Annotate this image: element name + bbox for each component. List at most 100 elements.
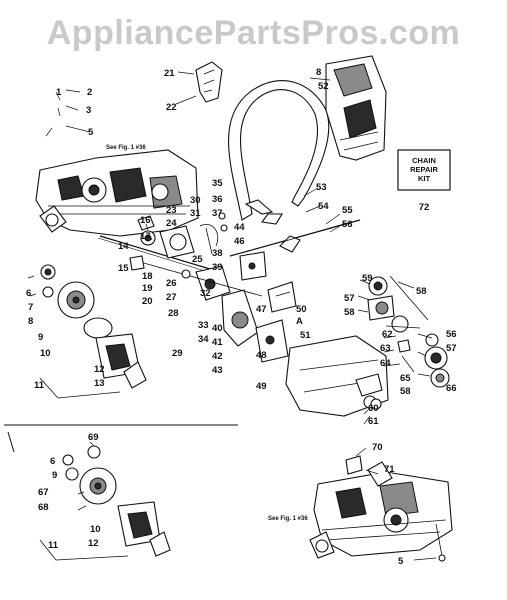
part-label: 22 (166, 102, 177, 113)
part-label: 30 (190, 195, 201, 206)
central-assembly (129, 255, 289, 363)
part-label: 37 (212, 208, 223, 219)
engine-assembly-bottom (309, 455, 453, 562)
kit-box-text: CHAIN REPAIR KIT 72 (410, 156, 438, 213)
kit-box-line3: KIT (418, 174, 431, 183)
part-label: 9 (52, 470, 57, 481)
part-label: 26 (166, 278, 177, 289)
handle-housing (325, 55, 387, 161)
part-label: 66 (446, 383, 457, 394)
part-label: 2 (87, 87, 92, 98)
part-label: 46 (234, 236, 245, 247)
part-label: 24 (166, 218, 177, 229)
part-number-labels: 1 2 3 5 6 7 8 9 10 11 12 13 14 15 16 17 … (26, 67, 457, 567)
part-label: 64 (380, 358, 391, 369)
part-label: 1 (56, 87, 62, 98)
right-side-parts (367, 275, 450, 410)
part-label: 63 (380, 343, 391, 354)
part-label: 20 (142, 296, 153, 307)
part-label: 29 (172, 348, 183, 359)
kit-box-line1: CHAIN (412, 156, 436, 165)
part-label: 48 (256, 350, 267, 361)
part-label: 41 (212, 337, 223, 348)
clutch-assembly-bottom (39, 445, 171, 561)
bracket-part (195, 61, 223, 103)
part-label: 44 (234, 222, 245, 233)
part-label: 16 (140, 215, 151, 226)
engine-housing (35, 149, 199, 237)
part-label: 69 (88, 432, 99, 443)
part-label: 67 (38, 487, 49, 498)
part-label: 38 (212, 248, 223, 259)
part-label: 53 (316, 182, 327, 193)
part-label: 65 (400, 373, 411, 384)
handle-bar (228, 80, 330, 225)
part-label: 12 (94, 364, 105, 375)
chain-repair-kit-box (397, 149, 451, 191)
part-label: 5 (398, 556, 404, 567)
part-label: 21 (164, 68, 175, 79)
watermark-logo: AppliancePartsPros.com (46, 14, 461, 52)
part-label: 61 (368, 416, 379, 427)
kit-box-number: 72 (419, 202, 430, 213)
part-label: 47 (256, 304, 267, 315)
part-label: 71 (384, 464, 395, 475)
part-label: 14 (118, 241, 129, 252)
part-label: 23 (166, 205, 177, 216)
part-label: 60 (368, 403, 379, 414)
part-label: 42 (212, 351, 223, 362)
part-label: 34 (198, 334, 209, 345)
part-label: 7 (28, 302, 33, 313)
part-label: 36 (212, 194, 223, 205)
part-label: 31 (190, 208, 201, 219)
part-label: 11 (34, 380, 45, 391)
part-label: 56 (446, 329, 457, 340)
part-label: 56 (342, 219, 353, 230)
part-label: 49 (256, 381, 267, 392)
part-label: A (296, 316, 303, 327)
part-label: 17 (140, 231, 151, 242)
part-label: 55 (342, 205, 353, 216)
part-label: 33 (198, 320, 209, 331)
leader-lines (45, 71, 437, 561)
part-label: 50 (296, 304, 307, 315)
part-label: 10 (40, 348, 51, 359)
part-label: 58 (400, 386, 411, 397)
part-label: 15 (118, 263, 129, 274)
see-figure-note-bottom: See Fig. 1 #36 (268, 516, 308, 522)
part-label: 68 (38, 502, 49, 513)
part-label: 52 (318, 81, 329, 92)
part-label: 25 (192, 254, 203, 265)
part-label: 8 (28, 316, 33, 327)
part-label: 58 (344, 307, 355, 318)
part-label: 6 (26, 288, 31, 299)
part-label: 43 (212, 365, 223, 376)
part-label: 62 (382, 329, 393, 340)
see-figure-note-top: See Fig. 1 #36 (106, 145, 146, 151)
part-label: 32 (200, 288, 211, 299)
part-label: 10 (90, 524, 101, 535)
part-label: 11 (48, 540, 59, 551)
part-label: 35 (212, 178, 223, 189)
part-label: 40 (212, 323, 223, 334)
part-label: 59 (362, 273, 373, 284)
part-label: 54 (318, 201, 329, 212)
part-label: 18 (142, 271, 153, 282)
middle-small-parts (137, 212, 297, 313)
kit-box-line2: REPAIR (410, 165, 438, 174)
part-label: 5 (88, 127, 94, 138)
rod-part (97, 237, 219, 276)
part-label: 13 (94, 378, 105, 389)
margin-tick (7, 431, 15, 453)
part-label: 57 (446, 343, 457, 354)
part-label: 57 (344, 293, 355, 304)
part-label: 51 (300, 330, 311, 341)
part-label: 12 (88, 538, 99, 549)
part-label: 8 (316, 67, 321, 78)
part-label: 70 (372, 442, 383, 453)
part-label: 19 (142, 283, 153, 294)
part-label: 27 (166, 292, 177, 303)
part-label: 39 (212, 262, 223, 273)
part-label: 6 (50, 456, 55, 467)
